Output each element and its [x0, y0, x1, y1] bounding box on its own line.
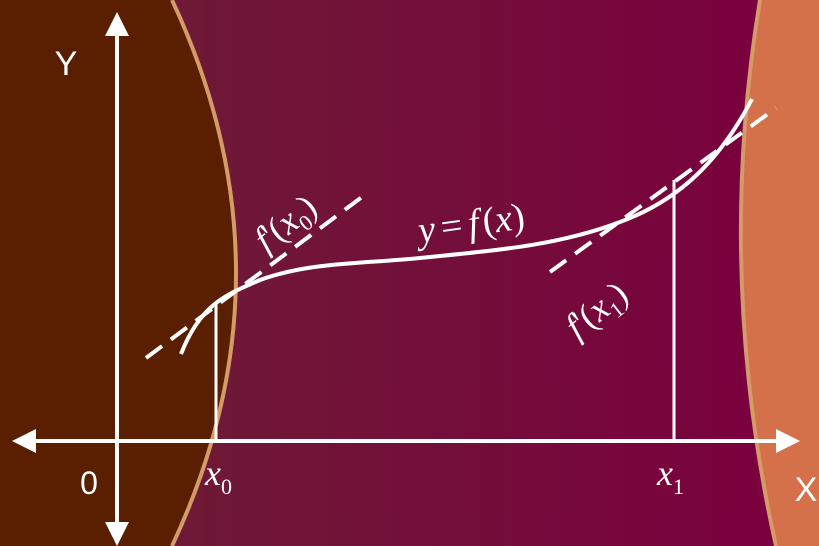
x1-var: x [656, 453, 673, 493]
x-axis-left-arrow [12, 429, 36, 453]
y-axis-top-arrow [105, 12, 129, 36]
function-curve [179, 98, 754, 355]
x-axis-right-arrow [776, 429, 800, 453]
x0-sub: 0 [221, 474, 232, 499]
curve-label: y=f(x) [411, 195, 527, 252]
curve-label-x: x [491, 197, 515, 241]
svg-text:y=f(x): y=f(x) [411, 195, 527, 252]
x1-tick-label: x1 [656, 453, 684, 499]
origin-label: 0 [80, 465, 98, 501]
curve-label-open: ( [480, 200, 498, 243]
center-band [172, 0, 776, 546]
x1-sub: 1 [673, 474, 684, 499]
x0-tick-label: x0 [204, 453, 232, 499]
tangent-line-x0 [144, 192, 368, 360]
x0-var: x [204, 453, 221, 493]
tangent-line-x1 [548, 106, 778, 274]
x-axis-label: X [795, 471, 818, 509]
y-axis-label: Y [55, 45, 78, 83]
curve-label-close: ) [509, 195, 527, 238]
y-axis-bottom-arrow [105, 522, 129, 546]
right-band-edge [738, 0, 778, 546]
left-band-edge [170, 0, 238, 546]
